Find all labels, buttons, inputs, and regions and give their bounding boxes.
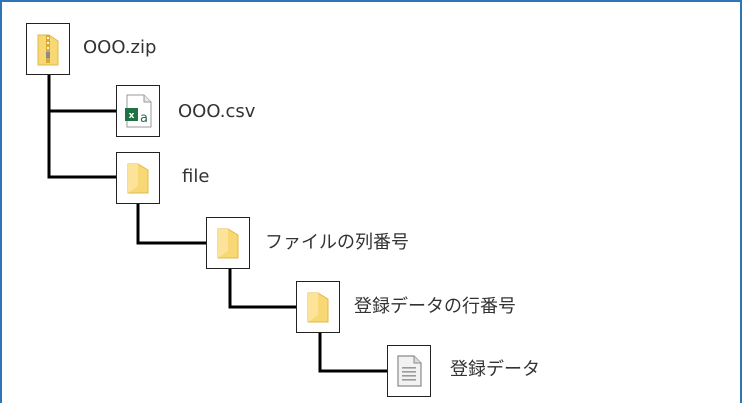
- svg-text:x: x: [129, 111, 135, 121]
- column-folder-node[interactable]: [206, 217, 250, 269]
- svg-text:a: a: [140, 111, 148, 126]
- connector-row-data: [318, 331, 389, 373]
- csv-node[interactable]: x a: [116, 85, 160, 137]
- connector-file-column: [136, 201, 208, 245]
- file-folder-label: file: [182, 166, 210, 187]
- data-file-label: 登録データ: [450, 359, 540, 380]
- row-folder-label: 登録データの行番号: [354, 296, 516, 317]
- data-file-node[interactable]: [387, 345, 431, 397]
- folder-icon: [217, 227, 239, 259]
- document-icon: [396, 355, 422, 387]
- zip-folder-icon: [37, 32, 59, 66]
- zip-label: OOO.zip: [83, 37, 157, 58]
- excel-csv-icon: x a: [124, 94, 152, 128]
- folder-icon: [307, 291, 329, 323]
- column-folder-label: ファイルの列番号: [265, 232, 409, 253]
- folder-icon: [127, 162, 149, 194]
- file-folder-node[interactable]: [116, 152, 160, 204]
- row-folder-node[interactable]: [296, 281, 340, 333]
- connector-column-row: [228, 267, 298, 309]
- connector-zip-file: [47, 73, 118, 179]
- zip-node[interactable]: [26, 23, 70, 75]
- csv-label: OOO.csv: [178, 101, 256, 122]
